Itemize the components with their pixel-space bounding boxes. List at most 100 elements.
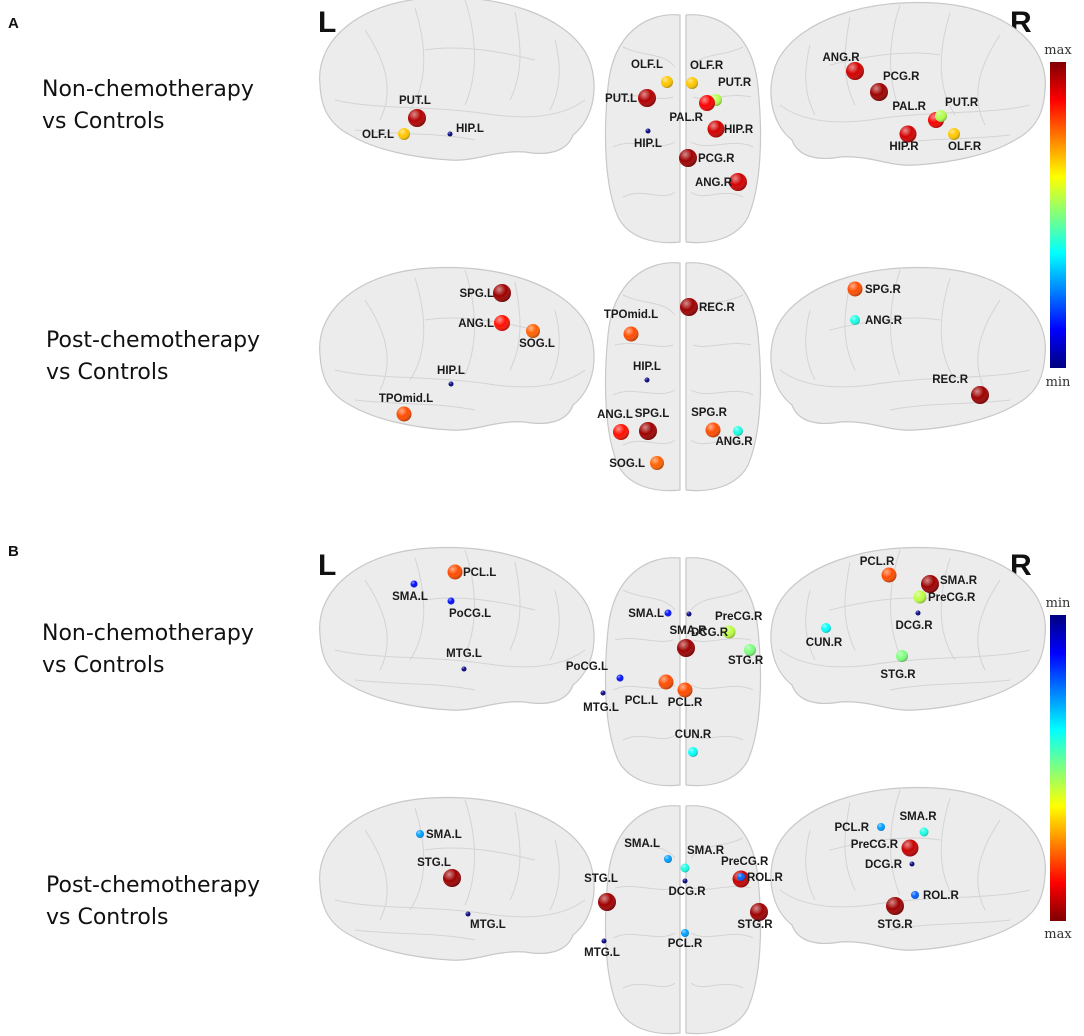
colorbar-b-bottom-label: max (1044, 927, 1072, 942)
brain-node-pocg-l: PoCG.L (566, 661, 624, 682)
node-label-r3-v2-n9: MTG.L (583, 702, 619, 714)
node-label-r3-v2-n10: CUN.R (675, 729, 712, 741)
node-shading-r2-v3-n3 (971, 386, 989, 404)
node-shading-r3-v3-n1 (881, 567, 897, 583)
node-shading-r4-v2-n5 (682, 878, 688, 884)
node-shading-r3-v1-n4 (461, 666, 467, 672)
node-label-r2-v1-n3: SOG.L (519, 338, 555, 350)
node-shading-r2-v1-n1 (493, 284, 511, 302)
brain-view-6 (771, 268, 1045, 431)
node-shading-r4-v2-n9 (601, 938, 607, 944)
brain-node-olf-l: OLF.L (631, 59, 673, 88)
brain-node-cun-r: CUN.R (675, 729, 712, 757)
node-shading-r1-v2-n9 (729, 173, 747, 191)
brain-node-cun-r: CUN.R (806, 623, 843, 649)
node-shading-r3-v3-n6 (896, 650, 908, 662)
svg-text:Non-chemotherapy: Non-chemotherapy (42, 77, 254, 102)
node-shading-r1-v2-n3 (638, 89, 656, 107)
node-label-r3-v2-n7: PCL.R (668, 697, 703, 709)
node-label-r1-v2-n1: OLF.L (631, 59, 663, 71)
node-label-r3-v2-n8: STG.R (728, 655, 764, 667)
brain-node-spg-l: SPG.L (635, 408, 669, 440)
brain-view-8 (604, 557, 762, 787)
svg-text:vs Controls: vs Controls (46, 905, 168, 930)
brain-node-pcl-r: PCL.R (835, 822, 885, 834)
node-shading-r4-v3-n2 (919, 827, 929, 837)
node-shading-r3-v2-n3 (722, 625, 736, 639)
colorbar-a: max min (1044, 43, 1072, 390)
brain-node-spg-r: SPG.R (847, 281, 901, 297)
node-shading-r3-v2-n9 (600, 690, 606, 696)
brain-node-sma-r: SMA.R (669, 625, 707, 657)
node-label-r1-v3-n5: HIP.R (889, 141, 919, 153)
node-label-r2-v2-n3: HIP.L (633, 361, 661, 373)
brain-node-mtg-l: MTG.L (584, 938, 620, 959)
brain-node-olf-r: OLF.R (948, 128, 982, 153)
node-label-r3-v1-n2: SMA.L (392, 591, 428, 603)
node-label-r1-v3-n6: OLF.R (948, 141, 982, 153)
brain-node-hip-l: HIP.L (633, 361, 661, 383)
brain-view-5 (604, 262, 762, 492)
brain-node-dcg-r: DCG.R (865, 859, 915, 871)
node-shading-r3-v1-n3 (447, 597, 455, 605)
row-label-b2: Post-chemotherapy vs Controls (46, 873, 260, 930)
brain-node-put-l: PUT.L (605, 89, 656, 107)
node-label-r4-v2-n1: SMA.L (624, 838, 660, 850)
node-label-r2-v2-n7: ANG.R (715, 436, 753, 448)
brain-node-pocg-l: PoCG.L (447, 597, 491, 620)
node-label-r2-v2-n2: TPOmid.L (604, 309, 658, 321)
brain-node-mtg-l: MTG.L (446, 648, 482, 672)
brain-node-hip-r: HIP.R (889, 125, 919, 153)
node-shading-r1-v3-n5 (899, 125, 917, 143)
colorbar-b-gradient (1050, 615, 1066, 921)
node-label-r2-v1-n2: ANG.L (458, 318, 494, 330)
brain-node-ang-r: ANG.R (715, 426, 753, 448)
colorbar-b-top-label: min (1046, 596, 1071, 611)
brain-node-pcg-r: PCG.R (679, 149, 735, 167)
node-label-r4-v1-n1: SMA.L (426, 829, 462, 841)
node-label-r4-v3-n5: ROL.R (923, 890, 959, 902)
node-shading-r3-v3-n3 (913, 590, 927, 604)
brain-node-pcl-l: PCL.L (447, 564, 496, 580)
node-label-r4-v2-n9: MTG.L (584, 947, 620, 959)
node-shading-r4-v2-n2 (680, 863, 690, 873)
node-shading-r4-v1-n2 (443, 869, 461, 887)
brain-node-rol-r: ROL.R (911, 890, 959, 902)
brain-node-pcl-r: PCL.R (860, 556, 897, 583)
node-label-r1-v2-n6: HIP.L (634, 138, 662, 150)
brain-view-1 (319, 0, 595, 161)
node-shading-r4-v3-n4 (909, 861, 915, 867)
node-label-r4-v3-n6: STG.R (877, 919, 913, 931)
brain-node-dcg-r: DCG.R (895, 610, 933, 632)
node-label-r3-v2-n3: PreCG.R (715, 611, 763, 623)
node-shading-r2-v2-n1 (680, 298, 698, 316)
svg-text:Non-chemotherapy: Non-chemotherapy (42, 621, 254, 646)
row-label-a2: Post-chemotherapy vs Controls (46, 328, 260, 385)
node-label-r3-v3-n1: PCL.R (860, 556, 895, 568)
node-label-r1-v2-n3: PUT.L (605, 93, 637, 105)
brain-node-dcg-r: DCG.R (686, 611, 729, 639)
brain-node-precg-r: PreCG.R (851, 839, 919, 857)
node-shading-r4-v2-n7 (750, 903, 768, 921)
brain-node-pal-r: PAL.R (669, 95, 715, 124)
node-label-r1-v1-n1: PUT.L (399, 95, 431, 107)
brain-node-precg-r: PreCG.R (913, 590, 976, 604)
node-shading-r2-v2-n3 (644, 377, 650, 383)
brain-node-sog-l: SOG.L (609, 456, 664, 470)
node-label-r2-v2-n4: ANG.L (597, 409, 633, 421)
brain-node-pcl-l: PCL.L (625, 674, 674, 707)
brain-node-ang-r: ANG.R (695, 173, 747, 191)
node-shading-r3-v1-n1 (447, 564, 463, 580)
brain-node-sma-l: SMA.L (392, 580, 428, 603)
node-label-r2-v3-n1: SPG.R (865, 284, 901, 296)
node-label-r1-v3-n4: PUT.R (945, 97, 979, 109)
brain-node-pcl-r: PCL.R (668, 682, 703, 709)
node-label-r2-v2-n6: SPG.R (691, 407, 727, 419)
node-shading-r3-v2-n4 (686, 611, 692, 617)
node-label-r2-v1-n1: SPG.L (459, 288, 494, 300)
brain-node-ang-l: ANG.L (597, 409, 633, 440)
brain-node-stg-r: STG.R (877, 897, 913, 931)
node-shading-r3-v2-n6 (658, 674, 674, 690)
node-label-r2-v3-n2: ANG.R (865, 315, 903, 327)
